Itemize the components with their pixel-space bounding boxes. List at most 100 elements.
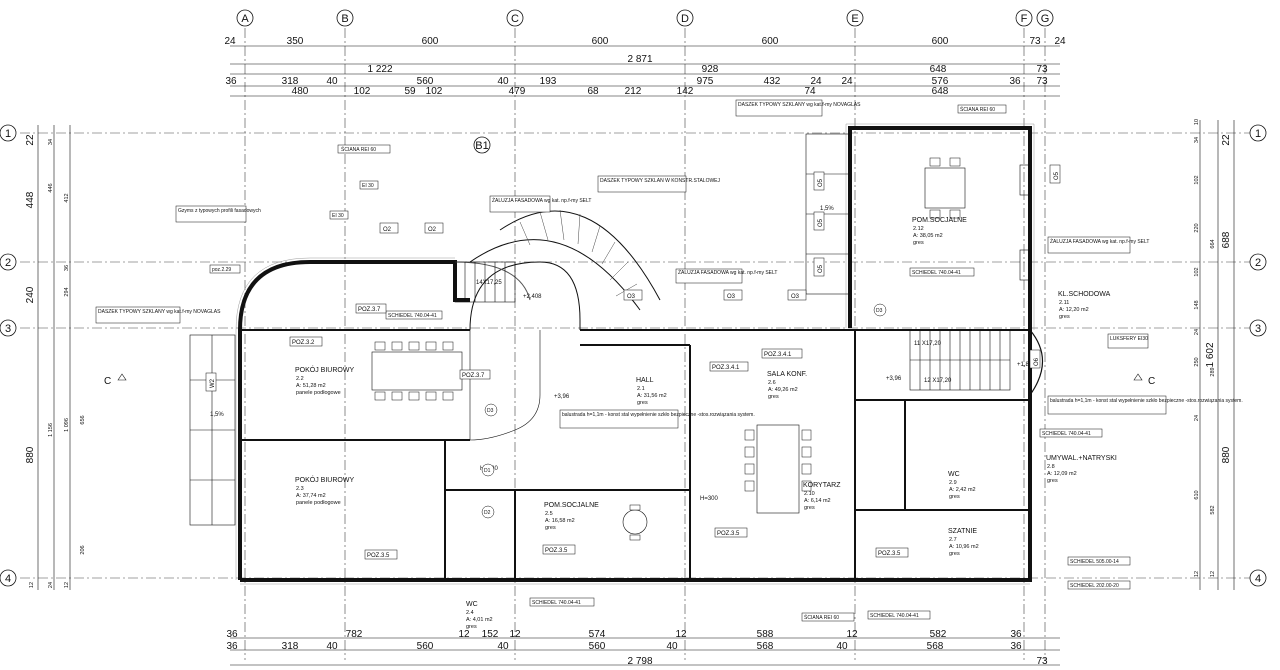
dim-text: 432: [764, 76, 781, 87]
dim-text: 12: [675, 629, 687, 640]
room-num: 2.9: [949, 480, 957, 486]
dim-text: 560: [417, 76, 434, 87]
room-name: WC: [466, 601, 478, 608]
position-tags: [289, 303, 909, 560]
axis-label: B: [341, 13, 348, 25]
axis-label: 2: [1255, 257, 1261, 269]
level-label: +1,89: [1017, 362, 1033, 368]
room-area: A: 12,20 m2: [1059, 307, 1089, 313]
dim-text: 574: [589, 629, 606, 640]
dim-text: 588: [757, 629, 774, 640]
dim-text: 74: [804, 86, 816, 97]
room-floor: panele podłogowe: [296, 390, 341, 396]
callout-text: EI 30: [332, 213, 344, 219]
room-floor: gres: [1059, 314, 1070, 320]
height-label: H=300: [700, 496, 719, 502]
room-floor: gres: [466, 624, 477, 630]
dim-text: 212: [625, 86, 642, 97]
room-area: A: 49,26 m2: [768, 387, 798, 393]
dim-text: 782: [346, 629, 363, 640]
door-tag: D3: [876, 308, 883, 314]
room-floor: gres: [768, 394, 779, 400]
dim-text: 664: [1210, 239, 1216, 248]
callout-text: SCHIEDEL 740.04-41: [532, 600, 581, 606]
door-tag: D3: [487, 408, 494, 414]
dim-text: 1 602: [1205, 342, 1216, 367]
dim-text: 560: [417, 641, 434, 652]
dim-text: 480: [292, 86, 309, 97]
room-name: SZATNIE: [948, 528, 977, 535]
position-tag: POZ.3.5: [367, 553, 390, 559]
callout-text: SCHIEDEL 740.04-41: [1042, 431, 1091, 437]
room-floor: gres: [949, 494, 960, 500]
room-num: 2.6: [768, 380, 776, 386]
dim-text: 648: [930, 64, 947, 75]
dim-text: 68: [587, 86, 599, 97]
room-floor: gres: [913, 240, 924, 246]
room-area: A: 6,14 m2: [804, 498, 831, 504]
dim-text: 12: [509, 629, 521, 640]
canopy-treads: [519, 209, 638, 297]
level-label: +2,408: [523, 294, 542, 300]
door-tag: O3: [727, 294, 736, 300]
room-name: POKÓJ BIUROWY: [295, 365, 354, 374]
dim-text: 289: [1210, 367, 1216, 376]
dim-text: 22: [1221, 134, 1232, 146]
outer-wall-hatch: [235, 123, 1035, 585]
room-floor: gres: [637, 400, 648, 406]
dim-text: 102: [426, 86, 443, 97]
left-canopy: [189, 334, 236, 526]
axis-label: D: [681, 13, 689, 25]
room-num: 2.11: [1059, 300, 1069, 306]
kitchen-units: [805, 133, 1031, 295]
right-dimension-texts: 22 688 1 602 880 10 34 102 220 664 102 1…: [1194, 119, 1232, 577]
room-floor: panele podłogowe: [296, 500, 341, 506]
position-tag: POZ.3.5: [545, 548, 568, 554]
dim-text: 34: [1194, 137, 1200, 143]
dim-text: 600: [592, 36, 609, 47]
axis-label: G: [1041, 13, 1050, 25]
room-floor: gres: [949, 551, 960, 557]
dim-text: 24: [1194, 415, 1200, 421]
dim-text: 12: [1194, 571, 1200, 577]
dim-text: 880: [1221, 446, 1232, 463]
position-tag: POZ.3.5: [717, 531, 740, 537]
position-tag: POZ.3.2: [292, 340, 315, 346]
bottom-dimension-texts: 36 782 12 152 12 574 12 588 12 582 36 36…: [226, 629, 1048, 667]
door-tag: O6: [1034, 357, 1040, 366]
dim-text: 582: [930, 629, 947, 640]
callout-text: DASZEK TYPOWY SZKLANY wg kat.f-my NOVAGL…: [98, 309, 221, 315]
dim-text: 24: [48, 582, 54, 588]
stairs-right: [909, 329, 1043, 396]
callout-text: SCHIEDEL 202.00-20: [1070, 583, 1119, 589]
dim-text: 40: [497, 641, 509, 652]
room-name: UMYWAL.+NATRYSKI: [1046, 455, 1117, 462]
dim-text: 2 798: [627, 656, 652, 667]
dim-text: 610: [1194, 490, 1200, 499]
axis-label: 3: [5, 323, 11, 335]
callout-text: DASZEK TYPOWY SZKLANY wg kat.f-my NOVAGL…: [738, 102, 861, 108]
dim-text: 688: [1221, 231, 1232, 248]
stairs-label: 12 X17,20: [924, 378, 952, 384]
dim-text: 318: [282, 641, 299, 652]
dim-text: 36: [1010, 629, 1022, 640]
dim-text: 600: [762, 36, 779, 47]
callout-text: EI 30: [362, 183, 374, 189]
dim-text: 40: [666, 641, 678, 652]
dim-text: 24: [841, 76, 853, 87]
axis-label: C: [511, 13, 519, 25]
callout-text: LUKSFERY EI30: [1110, 336, 1148, 342]
callout-text: SCHIEDEL 505.00-14: [1070, 559, 1119, 565]
dim-text: 206: [80, 545, 86, 554]
callout-text: ŻALUZJA FASADOWA wg kat. np.f-my SELT: [492, 197, 591, 204]
dim-text: 73: [1036, 656, 1048, 667]
dim-text: 24: [810, 76, 822, 87]
dim-text: 568: [757, 641, 774, 652]
room-num: 2.2: [296, 376, 304, 382]
axis-bubbles-top: A B C D E F G B1: [236, 9, 1054, 154]
dim-text: 73: [1036, 76, 1048, 87]
dim-text: 1 096: [64, 418, 70, 432]
room-name: KL.SCHODOWA: [1058, 291, 1111, 298]
dim-text: 152: [482, 629, 499, 640]
